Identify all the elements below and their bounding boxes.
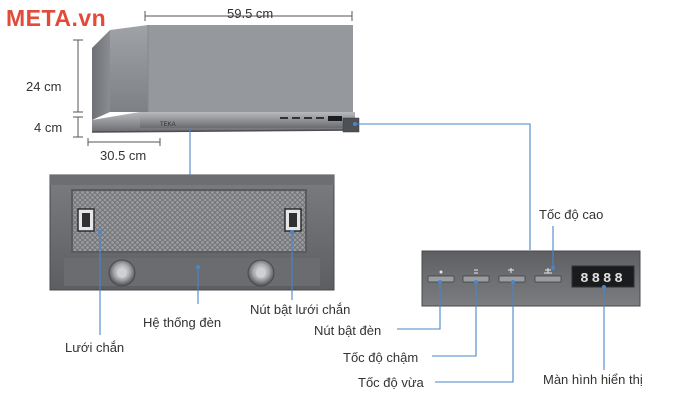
high-speed-label: Tốc độ cao — [539, 207, 604, 222]
display-screen-label: Màn hình hiển thị — [543, 372, 643, 387]
control-panel-image — [421, 250, 641, 307]
width-dimension — [144, 11, 353, 21]
filter-release-button-label: Nút bật lưới chắn — [250, 302, 351, 317]
leader-dots — [98, 122, 606, 289]
range-hood-image — [91, 25, 360, 133]
depth-dimension — [87, 138, 161, 146]
hood-front-label: TEKA — [160, 122, 176, 128]
thickness-dimension — [73, 116, 83, 138]
hood-underside-image — [49, 174, 335, 291]
leader-lines — [99, 123, 605, 383]
filter-label: Lưới chắn — [65, 340, 125, 355]
depth-label: 30.5 cm — [100, 148, 147, 163]
thickness-label: 4 cm — [34, 120, 63, 135]
display-digits: 8888 — [580, 271, 626, 287]
slow-speed-label: Tốc độ chậm — [343, 350, 419, 365]
height-label: 24 cm — [26, 79, 62, 94]
width-label: 59.5 cm — [227, 6, 274, 21]
medium-speed-label: Tốc độ vừa — [358, 375, 424, 390]
meta-logo: META.vn — [6, 5, 107, 31]
lighting-label: Hệ thống đèn — [143, 315, 222, 330]
light-button-label: Nút bật đèn — [314, 323, 382, 338]
height-dimension — [73, 39, 83, 113]
